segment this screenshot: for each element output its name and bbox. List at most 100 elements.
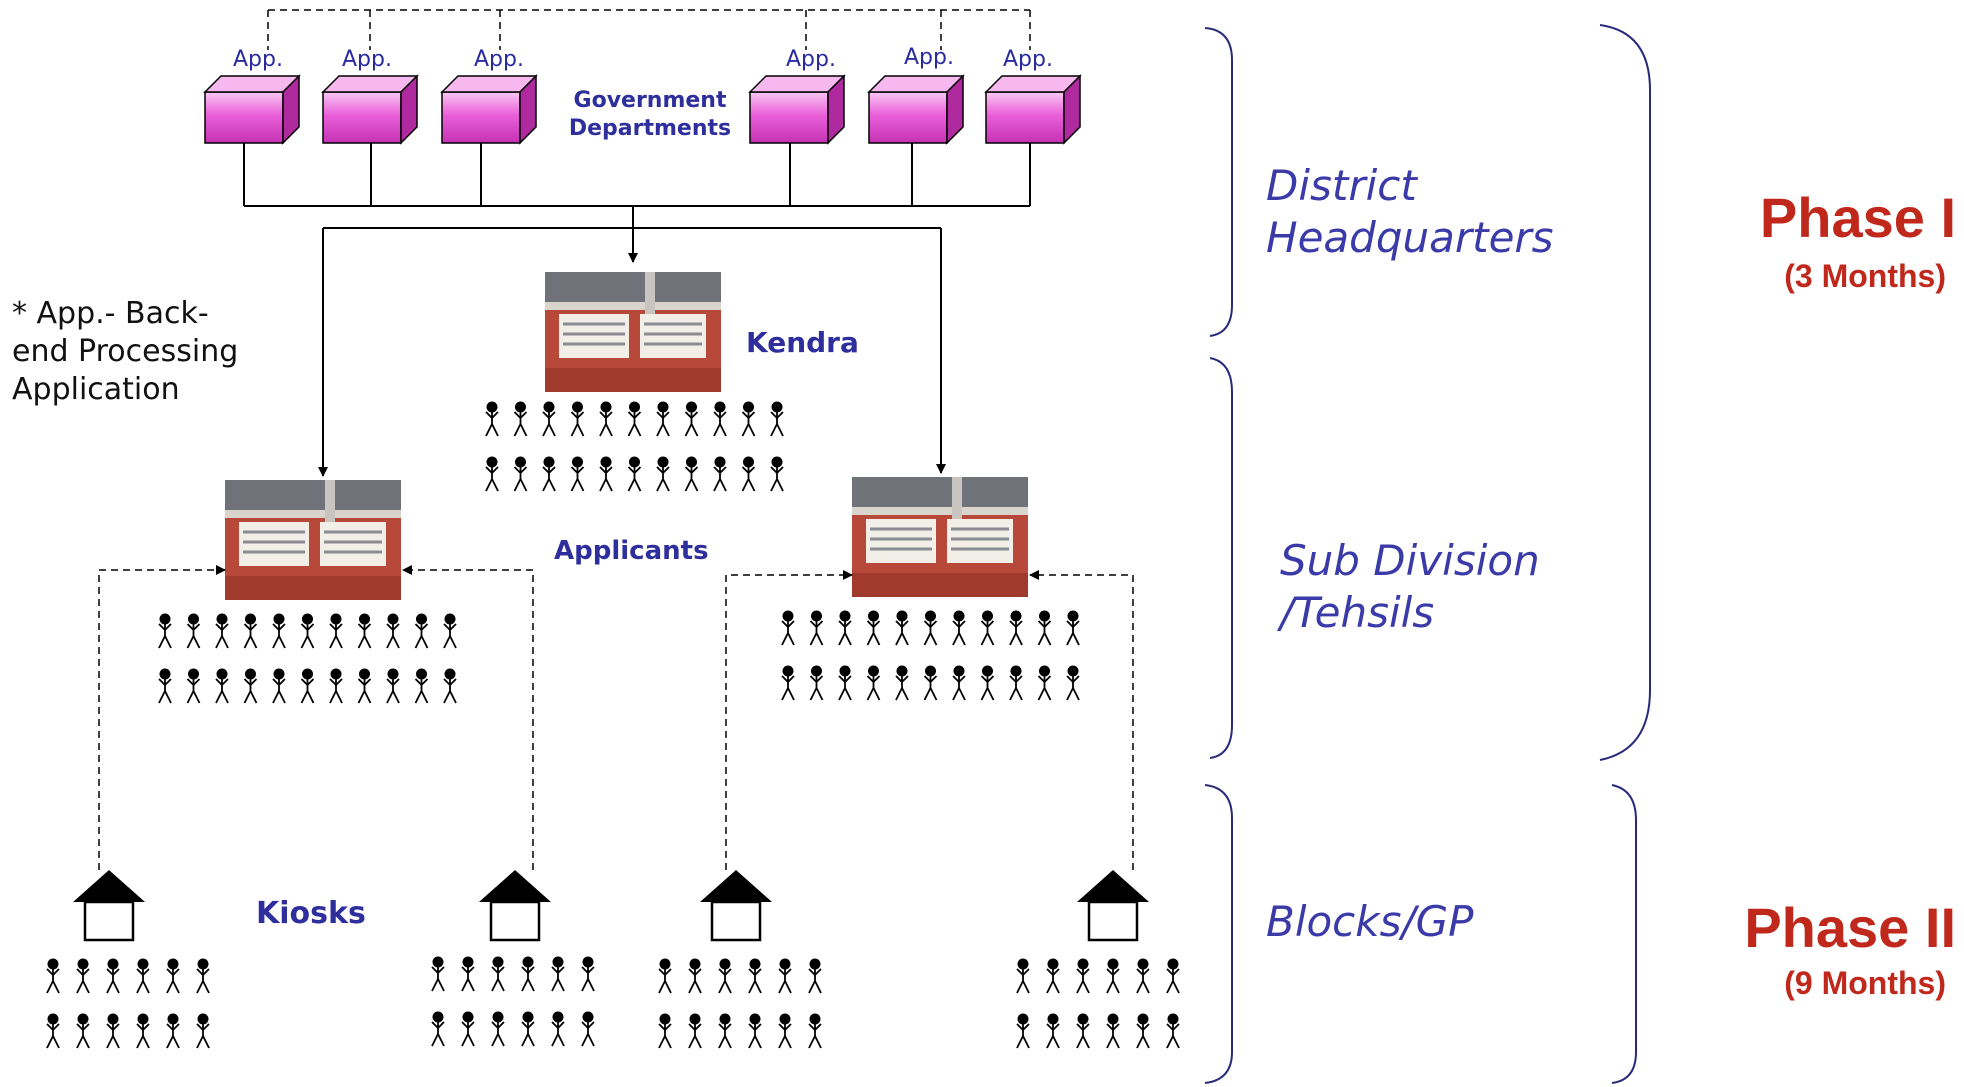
subdivision-right-crowd xyxy=(781,609,1080,701)
applicant-figure xyxy=(521,955,535,992)
applicant-figure xyxy=(461,955,475,992)
applicant-figure xyxy=(808,957,822,994)
applicant-figure xyxy=(431,955,445,992)
applicant-figure xyxy=(1066,609,1080,646)
applicant-figure xyxy=(431,1010,445,1047)
applicant-figure xyxy=(599,455,613,492)
applicant-figure xyxy=(166,957,180,994)
applicant-figure xyxy=(1037,609,1052,646)
applicant-figure xyxy=(684,455,699,492)
applicant-figure xyxy=(1136,1012,1150,1049)
applicant-figure xyxy=(895,664,909,701)
applicant-figure xyxy=(1009,664,1023,701)
kiosk-2-crowd xyxy=(431,955,595,1047)
applicant-figure xyxy=(414,667,429,704)
applicants-label: Applicants xyxy=(554,536,709,566)
kiosk-1-crowd xyxy=(46,957,210,1049)
applicant-figure xyxy=(656,455,670,492)
applicant-figure xyxy=(136,957,150,994)
applicant-figure xyxy=(196,1012,210,1049)
app-interconnect xyxy=(267,9,1031,50)
kendra-crowd xyxy=(485,400,784,492)
server-cube-1 xyxy=(203,74,301,145)
server-cube-2 xyxy=(321,74,419,145)
applicant-figure xyxy=(741,400,756,437)
phase-1-title: Phase I xyxy=(1759,186,1956,249)
applicant-figure xyxy=(838,609,852,646)
applicant-figure xyxy=(1037,664,1052,701)
subdivision-left-crowd xyxy=(158,612,457,704)
kiosk-house-3 xyxy=(698,868,774,942)
applicant-figure xyxy=(778,957,792,994)
applicant-figure xyxy=(542,400,556,437)
applicant-figure xyxy=(461,1010,475,1047)
applicant-figure xyxy=(1136,957,1150,994)
subdivision-building-left xyxy=(223,478,403,602)
applicant-figure xyxy=(186,612,201,649)
applicant-figure xyxy=(718,957,732,994)
applicant-figure xyxy=(808,1012,822,1049)
applicant-figure xyxy=(809,664,824,701)
applicant-figure xyxy=(1066,664,1080,701)
department-bus xyxy=(243,143,1031,477)
applicant-figure xyxy=(46,1012,60,1049)
applicant-figure xyxy=(243,667,258,704)
applicant-figure xyxy=(1009,609,1023,646)
applicant-figure xyxy=(866,664,881,701)
phase-2-title: Phase II xyxy=(1744,896,1956,959)
server-cube-4 xyxy=(748,74,846,145)
applicant-figure xyxy=(770,455,784,492)
applicant-figure xyxy=(414,612,429,649)
applicant-figure xyxy=(158,612,172,649)
applicant-figure xyxy=(1106,957,1120,994)
applicant-figure xyxy=(627,455,642,492)
level-braces xyxy=(1204,24,1651,1084)
applicant-figure xyxy=(570,400,585,437)
server-cube-6 xyxy=(984,74,1082,145)
applicant-figure xyxy=(215,612,229,649)
applicant-figure xyxy=(76,957,90,994)
server-cube-5 xyxy=(867,74,965,145)
kiosk-links xyxy=(98,565,1134,870)
applicant-figure xyxy=(748,957,762,994)
applicant-figure xyxy=(329,667,343,704)
applicant-figure xyxy=(76,1012,90,1049)
applicant-figure xyxy=(581,1010,595,1047)
applicant-figure xyxy=(1076,1012,1090,1049)
applicant-figure xyxy=(106,1012,120,1049)
applicant-figure xyxy=(713,455,727,492)
applicant-figure xyxy=(627,400,642,437)
applicant-figure xyxy=(748,1012,762,1049)
applicant-figure xyxy=(866,609,881,646)
applicant-figure xyxy=(386,612,400,649)
applicant-figure xyxy=(243,612,258,649)
legend-note: * App.- Back-end Processing Application xyxy=(12,296,239,407)
applicant-figure xyxy=(1106,1012,1120,1049)
kiosk-house-1 xyxy=(71,868,147,942)
applicant-figure xyxy=(443,667,457,704)
applicant-figure xyxy=(684,400,699,437)
applicant-figure xyxy=(485,400,499,437)
applicant-figure xyxy=(570,455,585,492)
applicant-figure xyxy=(658,1012,672,1049)
applicant-figure xyxy=(656,400,670,437)
applicant-figure xyxy=(581,955,595,992)
level-subdivision-label: Sub Division /Tehsils xyxy=(1280,536,1540,637)
app-label-6: App. xyxy=(1003,47,1053,72)
applicant-figure xyxy=(46,957,60,994)
applicant-figure xyxy=(895,609,909,646)
government-department-servers xyxy=(203,74,1082,145)
applicant-figure xyxy=(196,957,210,994)
kendra-label: Kendra xyxy=(746,326,859,359)
applicant-figure xyxy=(300,667,315,704)
level-district-label: District Headquarters xyxy=(1266,161,1554,262)
applicant-figure xyxy=(386,667,400,704)
applicant-figure xyxy=(658,957,672,994)
app-label-5: App. xyxy=(904,45,954,70)
applicant-figure xyxy=(952,609,966,646)
applicant-figure xyxy=(186,667,201,704)
app-label-1: App. xyxy=(233,47,283,72)
government-departments-label: Government Departments xyxy=(568,88,732,141)
applicant-figure xyxy=(1016,957,1030,994)
